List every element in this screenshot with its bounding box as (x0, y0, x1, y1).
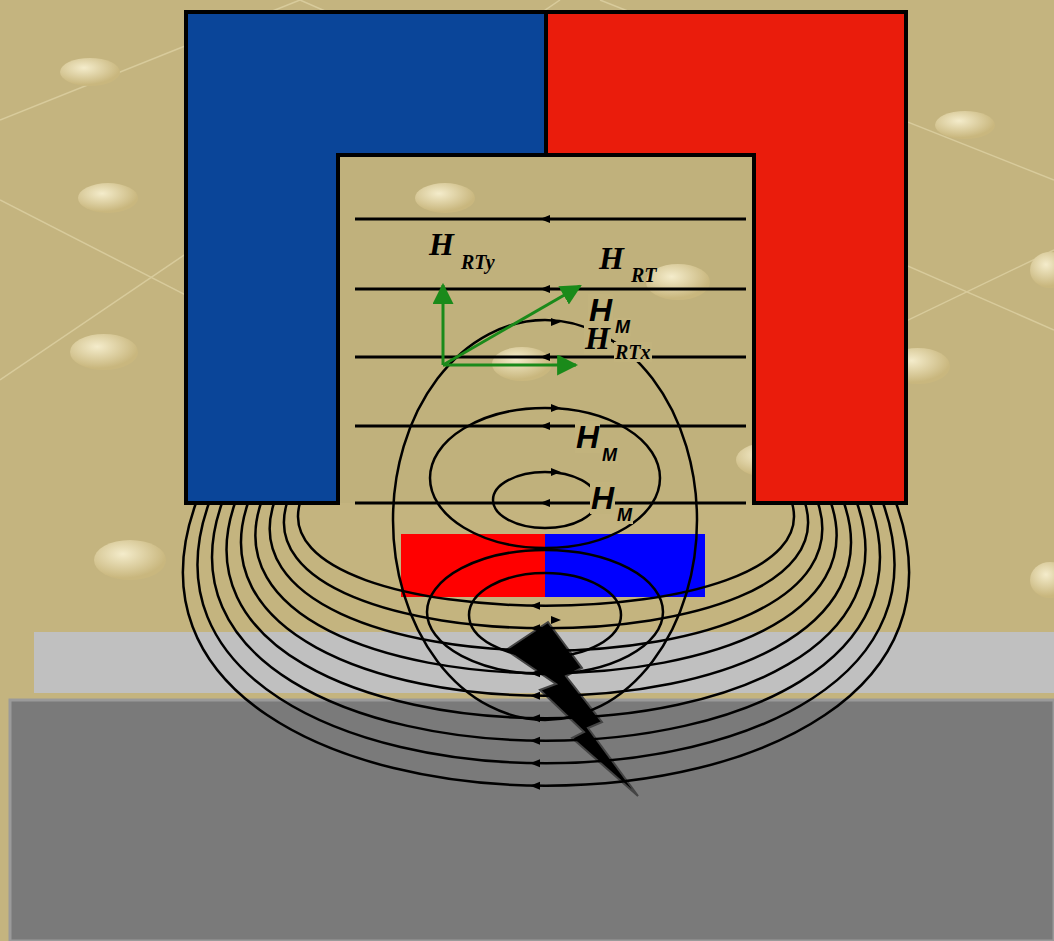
yoke-red-pole (546, 12, 906, 503)
field-line (241, 503, 851, 696)
field-arrow (540, 422, 550, 430)
field-line (227, 503, 866, 718)
field-arrow (540, 285, 550, 293)
field-symbol: H (584, 322, 611, 354)
field-line (298, 503, 794, 606)
field-arrow (530, 737, 540, 745)
steel-plate (10, 700, 1054, 941)
field-line (355, 356, 746, 359)
field-arrow (530, 647, 540, 655)
field-subscript: RTx (614, 342, 652, 362)
magnet-red (401, 534, 545, 597)
field-symbol: H (590, 482, 615, 514)
field-arrow (530, 692, 540, 700)
field-symbol: H (575, 421, 600, 453)
field-vectors (443, 285, 580, 365)
field-arrow (540, 353, 550, 361)
field-line (270, 503, 823, 651)
field-symbol: H (428, 228, 455, 260)
field-arrow (530, 714, 540, 722)
field-arrow (530, 759, 540, 767)
field-line (183, 503, 909, 786)
leakage-field-lines (183, 503, 909, 790)
air-gap (338, 155, 754, 503)
field-arrow (540, 499, 550, 507)
field-line (355, 425, 746, 428)
field-symbol: H (598, 242, 625, 274)
field-line (212, 503, 880, 741)
field-line (355, 288, 746, 291)
field-arrow (540, 215, 550, 223)
field-line (197, 503, 894, 763)
field-line (355, 218, 746, 221)
field-subscript: RTy (460, 252, 496, 272)
yoke-blue-pole (186, 12, 546, 503)
field-arrow (530, 782, 540, 790)
field-arrow (530, 669, 540, 677)
field-line (355, 502, 746, 505)
field-arrow (551, 616, 561, 624)
magnet-field-loops (393, 320, 697, 720)
field-subscript: M (601, 446, 618, 464)
field-subscript: RT (630, 265, 658, 285)
field-subscript: M (616, 506, 633, 524)
field-arrow (530, 602, 540, 610)
field-arrow (530, 624, 540, 632)
field-line (284, 503, 808, 628)
field-line (255, 503, 836, 673)
field-subscript: M (614, 318, 631, 336)
